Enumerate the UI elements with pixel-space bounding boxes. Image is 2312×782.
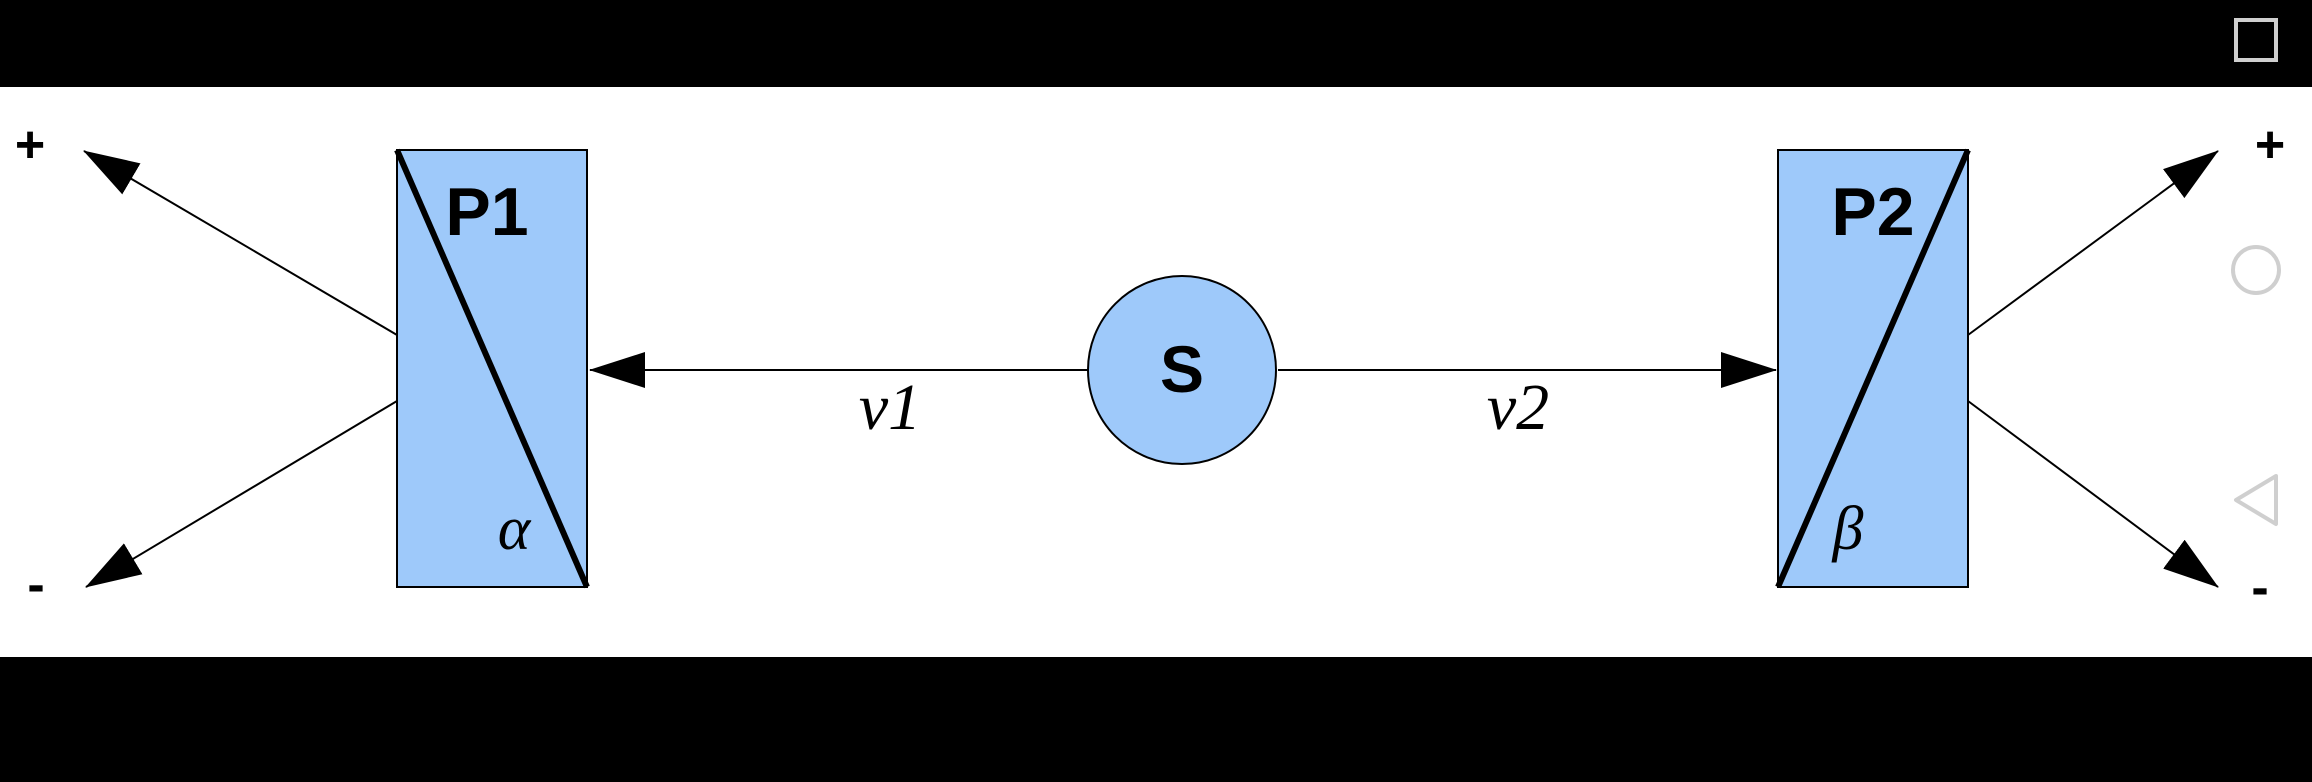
home-circle-icon[interactable] — [2206, 222, 2302, 318]
prism-right: P2 β — [1775, 148, 1971, 589]
left-plus-arrow — [83, 150, 398, 336]
prism-left-angle: α — [498, 495, 532, 563]
prism-left: P1 α — [394, 148, 590, 589]
back-triangle-icon[interactable] — [2206, 452, 2302, 548]
bottom-bar — [0, 657, 2312, 782]
recents-square-icon[interactable] — [2206, 0, 2302, 86]
right-minus-label: - — [2251, 559, 2268, 617]
prism-right-label: P2 — [1831, 174, 1914, 250]
beam-right-label: ν2 — [1487, 371, 1549, 444]
left-plus-label: + — [15, 116, 45, 174]
source-label: S — [1160, 332, 1204, 406]
right-plus-label: + — [2255, 116, 2285, 174]
right-minus-arrow — [1967, 400, 2219, 588]
prism-right-angle: β — [1832, 495, 1864, 563]
beam-left-label: ν1 — [859, 371, 921, 444]
source-node: S — [1087, 275, 1277, 465]
navigation-bar — [2196, 0, 2312, 782]
bell-test-diagram: S P1 α P2 β + - + - ν1 ν2 — [15, 116, 2285, 617]
status-bar — [0, 0, 2312, 87]
prism-left-diagonal — [394, 148, 590, 589]
prism-right-diagonal — [1775, 148, 1971, 589]
left-minus-arrow — [85, 400, 398, 588]
right-plus-arrow — [1967, 150, 2219, 336]
left-minus-label: - — [27, 556, 44, 614]
prism-left-label: P1 — [445, 174, 528, 250]
